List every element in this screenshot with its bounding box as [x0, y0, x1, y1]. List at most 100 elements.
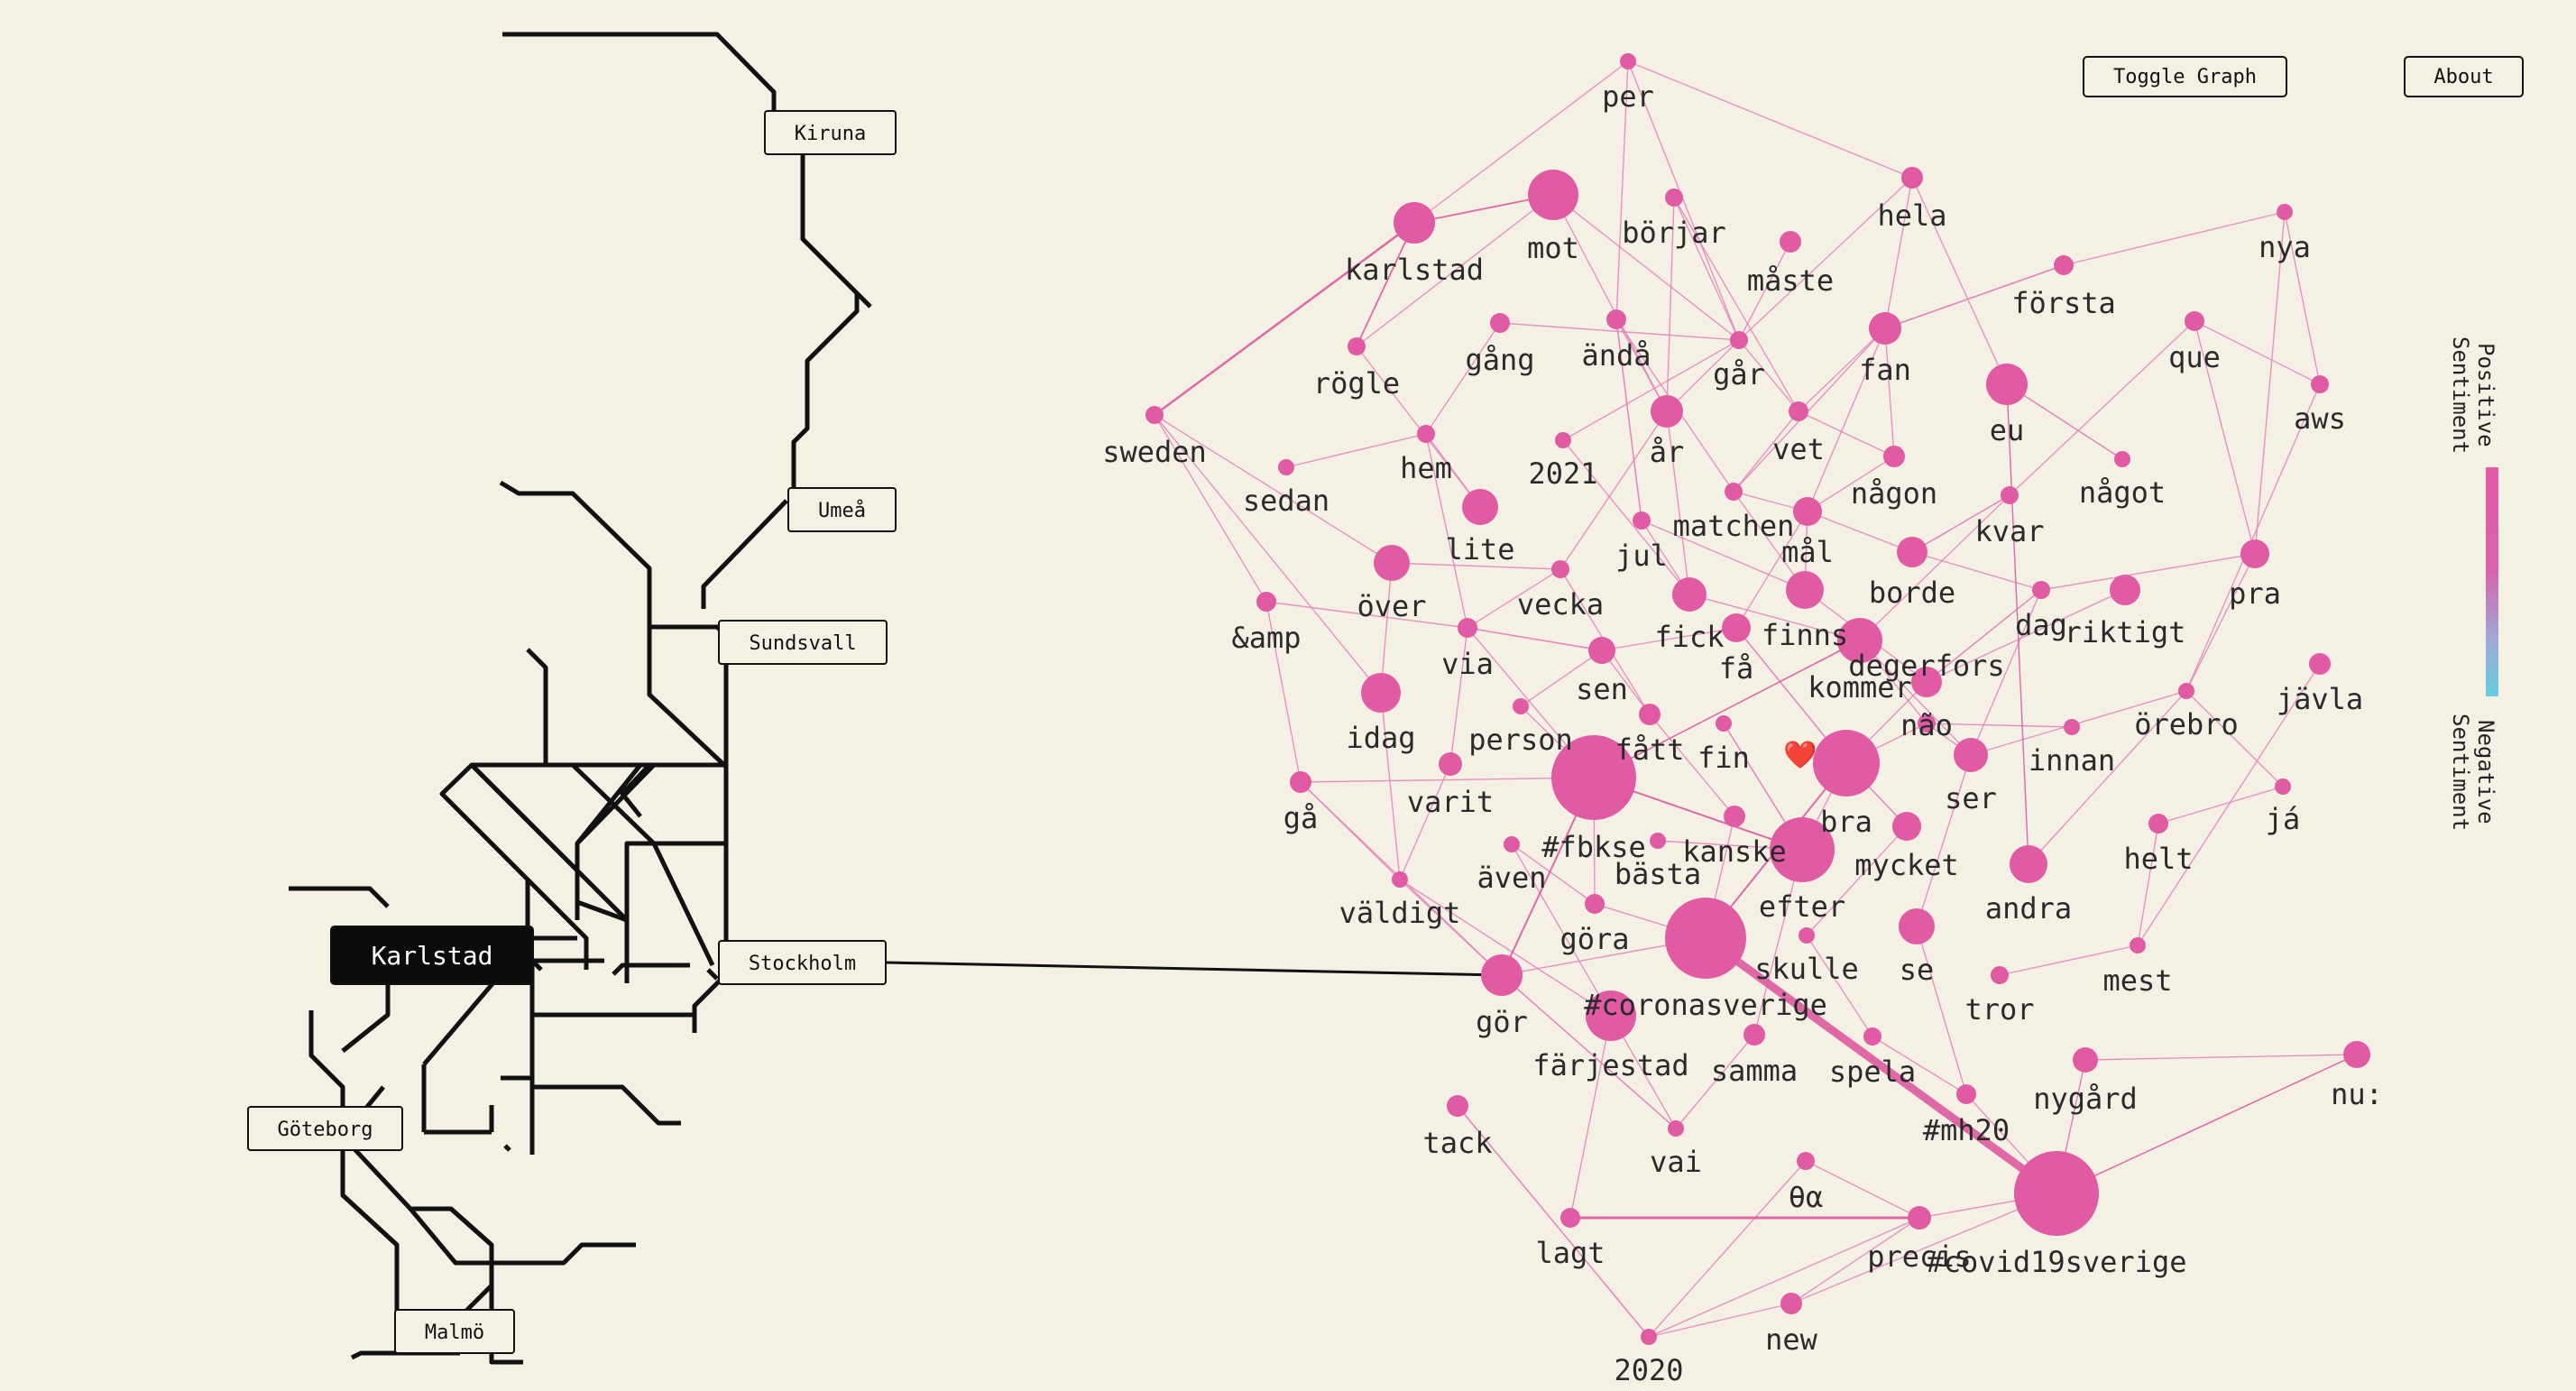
graph-node-nya[interactable] — [2277, 204, 2293, 220]
graph-node-lite[interactable] — [1462, 489, 1498, 525]
graph-node-r-gle[interactable] — [1348, 337, 1366, 355]
graph-node-mest[interactable] — [2130, 937, 2146, 953]
graph-node-bra[interactable] — [1813, 730, 1880, 797]
graph-node-innan[interactable] — [2064, 719, 2080, 735]
graph-node-degerfors[interactable] — [1911, 667, 1942, 697]
graph-node-g-r[interactable] — [1481, 954, 1523, 996]
graph-node-g[interactable] — [1290, 771, 1311, 793]
graph-node-sweden[interactable] — [1145, 406, 1164, 424]
graph-node-fin[interactable] — [1716, 715, 1732, 732]
graph-node-fbkse[interactable] — [1551, 735, 1636, 820]
graph-node-person[interactable] — [1513, 698, 1529, 714]
graph-node-2021[interactable] — [1555, 432, 1571, 448]
graph-node-helt[interactable] — [2148, 814, 2168, 834]
graph-node-sym[interactable] — [1797, 1152, 1815, 1170]
graph-node-f-tt[interactable] — [1639, 704, 1661, 725]
graph-node-sen[interactable] — [1588, 637, 1615, 664]
graph-node-varit[interactable] — [1439, 752, 1462, 776]
graph-node-precis[interactable] — [1908, 1206, 1931, 1230]
graph-node-se[interactable] — [1899, 908, 1935, 944]
graph-node-jul[interactable] — [1633, 511, 1651, 530]
graph-node-covid19sverige[interactable] — [2014, 1151, 2099, 1236]
graph-node-riktigt[interactable] — [2110, 575, 2140, 605]
graph-node-mot[interactable] — [1528, 170, 1578, 220]
graph-node-kvar[interactable] — [2001, 486, 2019, 504]
city-gteborg[interactable]: Göteborg — [247, 1106, 403, 1151]
graph-node-vecka[interactable] — [1551, 560, 1569, 578]
graph-node-g-ng[interactable] — [1490, 313, 1510, 333]
graph-node-eu[interactable] — [1986, 364, 2028, 405]
toggle-graph-button[interactable]: Toggle Graph — [2083, 56, 2287, 97]
graph-node-fan[interactable] — [1869, 312, 1901, 345]
graph-node-spela[interactable] — [1863, 1027, 1881, 1046]
graph-label-ven: även — [1477, 861, 1546, 895]
graph-node-j[interactable] — [2275, 778, 2291, 795]
city-karlstad[interactable]: Karlstad — [330, 926, 534, 985]
graph-node-finns[interactable] — [1786, 571, 1824, 609]
graph-node-borde[interactable] — [1897, 537, 1927, 567]
graph-node-matchen[interactable] — [1725, 483, 1743, 501]
graph-node-m-l[interactable] — [1793, 497, 1822, 526]
graph-label-f-rsta: första — [2011, 286, 2116, 320]
graph-node-ver[interactable] — [1374, 545, 1410, 581]
graph-node-idag[interactable] — [1361, 673, 1401, 713]
graph-node-sedan[interactable] — [1278, 459, 1294, 475]
graph-node-nyg-rd[interactable] — [2073, 1047, 2098, 1073]
graph-node-new[interactable] — [1780, 1293, 1802, 1314]
graph-node-andra[interactable] — [2010, 845, 2047, 883]
graph-node-efter[interactable] — [1770, 817, 1835, 882]
about-button[interactable]: About — [2404, 56, 2524, 97]
graph-node-v-ldigt[interactable] — [1392, 871, 1408, 888]
graph-node-b-sta[interactable] — [1650, 833, 1666, 849]
graph-node-hela[interactable] — [1901, 167, 1923, 189]
graph-node-vai[interactable] — [1668, 1120, 1684, 1137]
graph-node-b-rjar[interactable] — [1665, 189, 1683, 207]
graph-node-hem[interactable] — [1417, 425, 1435, 443]
graph-node-vet[interactable] — [1789, 401, 1808, 421]
graph-node-tack[interactable] — [1447, 1095, 1468, 1117]
graph-node-nd[interactable] — [1606, 309, 1626, 329]
city-sundsvall[interactable]: Sundsvall — [718, 620, 888, 665]
city-kiruna[interactable]: Kiruna — [764, 110, 897, 155]
graph-node-f-rjestad[interactable] — [1586, 990, 1636, 1041]
city-ume[interactable]: Umeå — [787, 487, 897, 532]
graph-node-rebro[interactable] — [2178, 683, 2194, 699]
graph-node-ven[interactable] — [1504, 836, 1520, 852]
graph-node-2020[interactable] — [1641, 1329, 1657, 1345]
graph-node-g-ra[interactable] — [1585, 894, 1605, 914]
city-malm[interactable]: Malmö — [394, 1309, 515, 1354]
graph-node-via[interactable] — [1458, 618, 1477, 638]
city-stockholm[interactable]: Stockholm — [718, 940, 887, 985]
graph-node-j-vla[interactable] — [2309, 653, 2331, 675]
graph-node-f-rsta[interactable] — [2054, 255, 2074, 275]
graph-node-kanske[interactable] — [1724, 806, 1745, 827]
graph-node-n-gon[interactable] — [1883, 446, 1905, 467]
graph-node-fick[interactable] — [1672, 577, 1707, 612]
graph-node-per[interactable] — [1620, 53, 1636, 69]
graph-node-skulle[interactable] — [1799, 927, 1815, 944]
graph-node-samma[interactable] — [1743, 1024, 1765, 1046]
graph-node-lagt[interactable] — [1560, 1208, 1580, 1228]
graph-node-que[interactable] — [2185, 311, 2204, 331]
graph-node-m-ste[interactable] — [1780, 231, 1801, 253]
graph-label-g-ra: göra — [1559, 922, 1629, 956]
graph-node-g-r[interactable] — [1730, 331, 1748, 349]
graph-edge — [1666, 197, 1675, 412]
graph-node-n-o[interactable] — [1918, 714, 1936, 732]
graph-node-coronasverige[interactable] — [1665, 898, 1746, 979]
graph-node-mh20[interactable] — [1956, 1084, 1976, 1104]
graph-node-ser[interactable] — [1954, 738, 1988, 772]
graph-node-r[interactable] — [1651, 395, 1683, 428]
graph-node-mycket[interactable] — [1892, 812, 1921, 841]
graph-node-amp[interactable] — [1256, 592, 1276, 612]
graph-node-karlstad[interactable] — [1394, 202, 1435, 244]
graph-node-kommer[interactable] — [1837, 618, 1882, 663]
graph-node-n-got[interactable] — [2114, 451, 2130, 467]
graph-node-nu[interactable] — [2343, 1041, 2370, 1068]
graph-node-dag[interactable] — [2032, 581, 2050, 599]
graph-node-f[interactable] — [1722, 613, 1751, 642]
graph-node-pra[interactable] — [2240, 539, 2269, 568]
heart-emoji-node[interactable]: ❤️ — [1783, 740, 1817, 771]
graph-node-aws[interactable] — [2311, 375, 2329, 393]
graph-node-tror[interactable] — [1991, 966, 2009, 984]
